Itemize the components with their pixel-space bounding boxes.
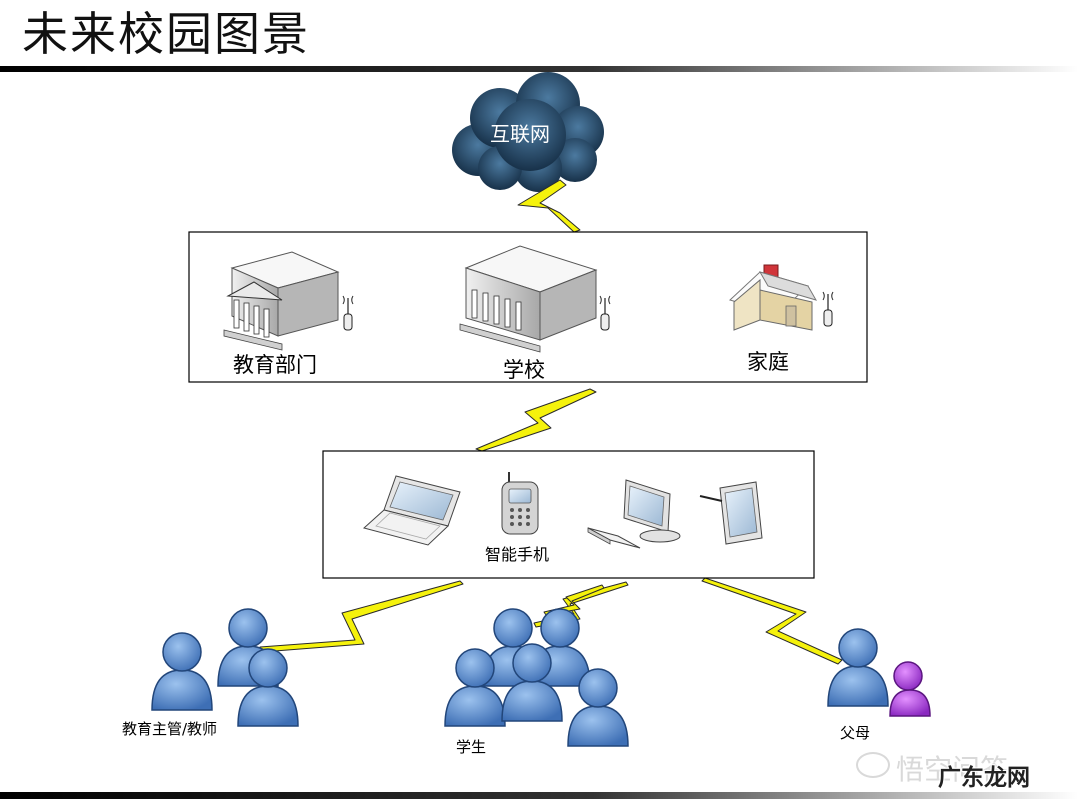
cloud-label: 互联网 (490, 122, 550, 146)
watermark-text: 悟空问答 (896, 753, 1009, 786)
tablet-icon (699, 481, 763, 545)
teachers-group-icon (151, 608, 299, 727)
lightning-bolt-teachers (259, 580, 464, 653)
house-icon (729, 264, 818, 331)
lightning-bolt-cloud (517, 179, 581, 233)
lightning-bolt-panels (475, 388, 597, 452)
group-label-teachers: 教育主管/教师 (122, 720, 218, 738)
top-divider (0, 66, 1078, 72)
site-watermark: 广东龙网 (938, 765, 1030, 791)
bottom-divider (0, 792, 1078, 799)
students-group-icon (444, 608, 629, 747)
institution-label-education-dept: 教育部门 (233, 353, 317, 377)
institution-label-family: 家庭 (747, 350, 789, 374)
device-label-smartphone: 智能手机 (485, 545, 550, 564)
cloud-icon (452, 72, 604, 192)
desktop-computer-icon (587, 479, 681, 549)
government-building-icon (223, 251, 340, 351)
school-building-icon (459, 245, 598, 353)
page-title: 未来校园图景 (22, 7, 310, 61)
smartphone-icon (501, 472, 539, 535)
parent-child-icon (827, 628, 931, 717)
institution-label-school: 学校 (503, 358, 545, 382)
lightning-bolt-parents (701, 577, 843, 665)
laptop-icon (362, 475, 461, 546)
chat-bubble-icon (856, 752, 890, 778)
group-label-parents: 父母 (840, 724, 871, 742)
group-label-students: 学生 (456, 738, 487, 756)
